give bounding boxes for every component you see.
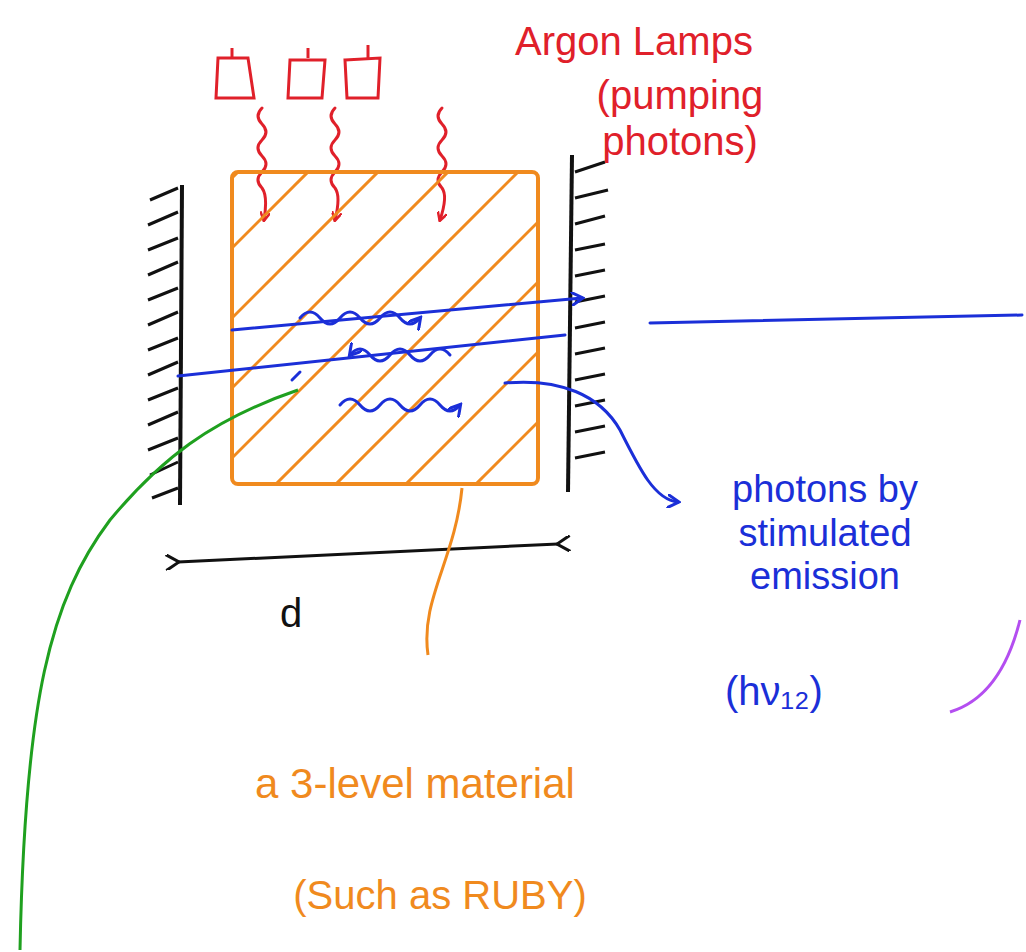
lamp-note: (pumping photons) [555,72,805,164]
leader-line [427,488,462,655]
leader-line [20,390,298,950]
argon-lamps [216,45,380,98]
leader-line [950,620,1020,712]
material-label: a 3-level material [250,760,580,808]
ruby-crystal [150,150,560,500]
material-note: (Such as RUBY) [230,872,650,918]
dimension-label: d [280,590,340,636]
photon-label: photons by stimulated emission [690,468,960,599]
mirrors [148,155,608,505]
lamp-label: Argon Lamps [515,18,845,64]
photon-energy: (hν₁₂) [725,668,945,714]
dimension-arrow [178,544,558,562]
